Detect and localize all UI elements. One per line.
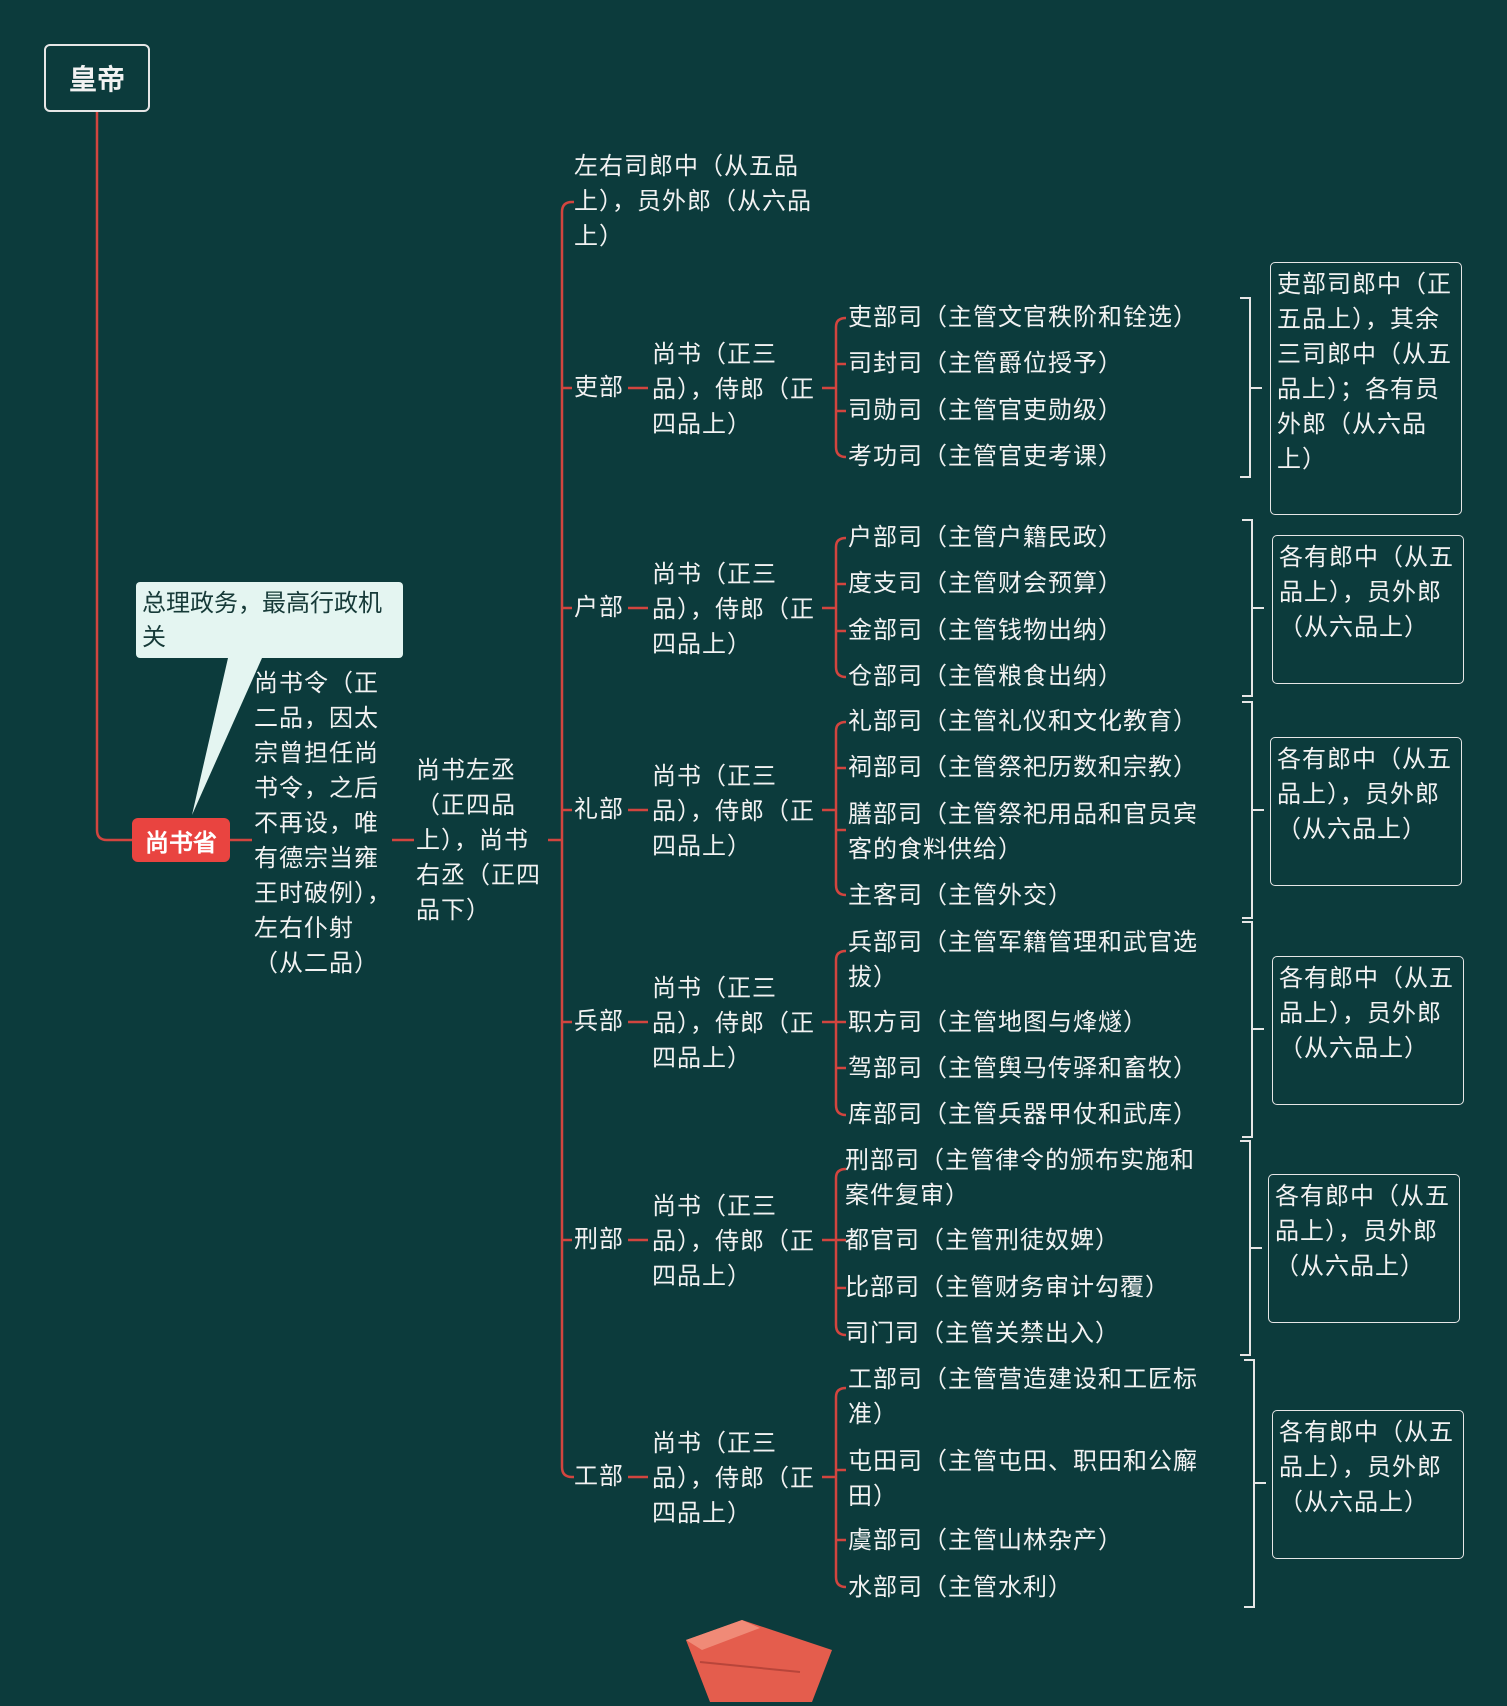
bureau-item[interactable]: 职方司（主管地图与烽燧） <box>848 1008 1148 1036</box>
center-node-shangshusheng[interactable]: 尚书省 <box>132 818 230 862</box>
root-node-emperor[interactable]: 皇帝 <box>44 44 150 112</box>
center-note-callout: 总理政务，最高行政机关 <box>136 582 403 658</box>
ministry-libu-rites[interactable]: 礼部 <box>574 795 624 823</box>
bureau-item[interactable]: 金部司（主管钱物出纳） <box>848 616 1123 644</box>
official-zuoyoucheng[interactable]: 尚书左丞（正四品上），尚书右丞（正四品下） <box>416 756 541 924</box>
ministry-head[interactable]: 尚书（正三品），侍郎（正四品上） <box>652 1192 815 1290</box>
ministry-head[interactable]: 尚书（正三品），侍郎（正四品上） <box>652 974 815 1072</box>
bureau-item[interactable]: 屯田司（主管屯田、职田和公廨田） <box>848 1447 1198 1510</box>
ministry-summary-note[interactable]: 各有郎中（从五品上），员外郎（从六品上） <box>1272 956 1464 1105</box>
bureau-item[interactable]: 兵部司（主管军籍管理和武官选拔） <box>848 928 1198 991</box>
bureau-item[interactable]: 工部司（主管营造建设和工匠标准） <box>848 1365 1198 1428</box>
folded-cloth-icon <box>686 1620 832 1702</box>
bureau-item[interactable]: 驾部司（主管舆马传驿和畜牧） <box>848 1054 1198 1082</box>
bureau-item[interactable]: 司封司（主管爵位授予） <box>848 349 1123 377</box>
ministry-libu-personnel[interactable]: 吏部 <box>574 373 624 401</box>
ministry-xingbu-justice[interactable]: 刑部 <box>574 1225 624 1253</box>
bureau-item[interactable]: 库部司（主管兵器甲仗和武库） <box>848 1100 1198 1128</box>
bureau-item[interactable]: 刑部司（主管律令的颁布实施和案件复审） <box>845 1146 1195 1209</box>
bureau-item[interactable]: 水部司（主管水利） <box>848 1573 1073 1601</box>
bureau-item[interactable]: 司勋司（主管官吏勋级） <box>848 396 1123 424</box>
ministry-hubu-revenue[interactable]: 户部 <box>574 593 624 621</box>
bureau-item[interactable]: 仓部司（主管粮食出纳） <box>848 662 1123 690</box>
bureau-item[interactable]: 比部司（主管财务审计勾覆） <box>845 1273 1170 1301</box>
bureau-item[interactable]: 主客司（主管外交） <box>848 881 1073 909</box>
bureau-item[interactable]: 礼部司（主管礼仪和文化教育） <box>848 707 1198 735</box>
ministry-head[interactable]: 尚书（正三品），侍郎（正四品上） <box>652 762 815 860</box>
ministry-summary-note[interactable]: 各有郎中（从五品上），员外郎（从六品上） <box>1272 1410 1464 1559</box>
ministry-summary-note[interactable]: 吏部司郎中（正五品上），其余三司郎中（从五品上）；各有员外郎（从六品上） <box>1270 262 1462 515</box>
bureau-item[interactable]: 考功司（主管官吏考课） <box>848 442 1123 470</box>
bureau-item[interactable]: 都官司（主管刑徒奴婢） <box>845 1226 1120 1254</box>
ministry-head[interactable]: 尚书（正三品），侍郎（正四品上） <box>652 560 815 658</box>
bureau-item[interactable]: 膳部司（主管祭祀用品和官员宾客的食料供给） <box>848 800 1198 863</box>
official-shangshuling[interactable]: 尚书令（正二品，因太宗曾担任尚书令，之后不再设，唯有德宗当雍王时破例），左右仆射… <box>254 669 392 977</box>
ministry-summary-note[interactable]: 各有郎中（从五品上），员外郎（从六品上） <box>1272 535 1464 684</box>
ministry-summary-note[interactable]: 各有郎中（从五品上），员外郎（从六品上） <box>1270 737 1462 886</box>
ministry-gongbu-works[interactable]: 工部 <box>574 1462 624 1490</box>
ministry-head[interactable]: 尚书（正三品），侍郎（正四品上） <box>652 1429 815 1527</box>
top-note-zuoyousi[interactable]: 左右司郎中（从五品上），员外郎（从六品上） <box>574 152 812 250</box>
bureau-item[interactable]: 司门司（主管关禁出入） <box>845 1319 1120 1347</box>
bureau-item[interactable]: 吏部司（主管文官秩阶和铨选） <box>848 303 1198 331</box>
bureau-item[interactable]: 祠部司（主管祭祀历数和宗教） <box>848 753 1198 781</box>
ministry-bingbu-war[interactable]: 兵部 <box>574 1007 624 1035</box>
bureau-item[interactable]: 度支司（主管财会预算） <box>848 569 1123 597</box>
ministry-summary-note[interactable]: 各有郎中（从五品上），员外郎（从六品上） <box>1268 1174 1460 1323</box>
bureau-item[interactable]: 虞部司（主管山林杂产） <box>848 1526 1123 1554</box>
ministry-head[interactable]: 尚书（正三品），侍郎（正四品上） <box>652 340 815 438</box>
bureau-item[interactable]: 户部司（主管户籍民政） <box>848 523 1123 551</box>
